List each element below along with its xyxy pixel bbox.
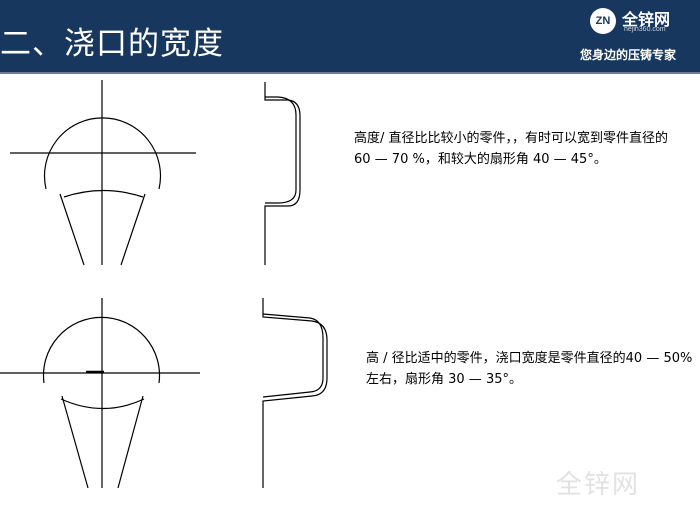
gate-fan-lines-bottom xyxy=(61,395,144,489)
description-bottom: 高 / 径比适中的零件，浇口宽度是零件直径的40 — 50% 左右，扇形角 30… xyxy=(366,351,693,387)
gate-arc-bottom xyxy=(60,398,145,410)
watermark: 全锌网 xyxy=(556,470,641,500)
logo-name: 全锌网 xyxy=(622,10,671,29)
part-diagram-bottom xyxy=(0,298,328,489)
die-profile-bottom xyxy=(262,298,328,488)
gate-fan-lines-top xyxy=(59,193,146,266)
slide-title: 二、浇口的宽度 xyxy=(0,26,224,62)
header-divider xyxy=(0,72,700,74)
site-logo[interactable]: ZN 全锌网 hejin360.com 您身边的压铸专家 xyxy=(580,4,696,70)
logo-url: hejin360.com xyxy=(624,26,666,33)
die-profile-inner-top xyxy=(265,96,297,204)
die-profile-top xyxy=(264,82,301,265)
logo-badge-icon: ZN xyxy=(590,8,616,34)
description-top: 高度/ 直径比比较小的零件，，有时可以宽到零件直径的60 — 70 %，和较大的… xyxy=(354,131,669,167)
die-profile-inner-bottom xyxy=(262,313,324,398)
gate-diagram-panel xyxy=(0,80,328,489)
logo-slogan: 您身边的压铸专家 xyxy=(580,48,677,62)
gate-arc-top xyxy=(63,189,144,198)
part-diagram-top xyxy=(10,80,301,266)
header-bar: 二、浇口的宽度 ZN 全锌网 hejin360.com 您身边的压铸专家 xyxy=(0,0,700,72)
